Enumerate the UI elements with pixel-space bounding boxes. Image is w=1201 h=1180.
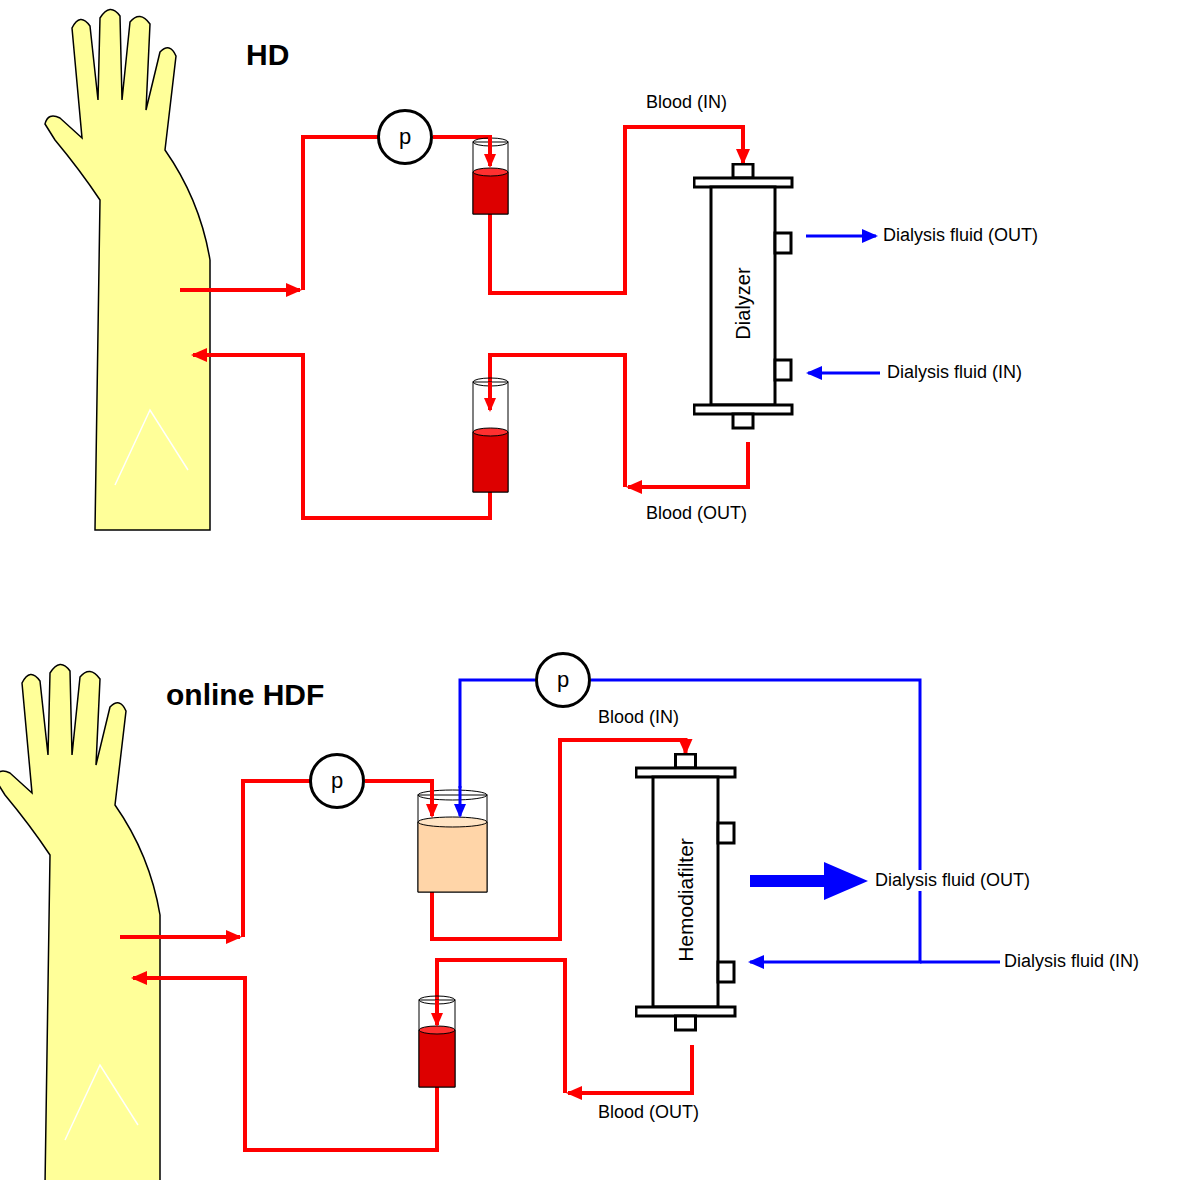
pump-circle: p (535, 652, 591, 708)
pump-label: p (399, 124, 411, 150)
pump-label: p (331, 768, 343, 794)
blood-tubing (180, 137, 748, 518)
pump-circle: p (309, 753, 365, 809)
blood-line (433, 127, 743, 293)
pump-label: p (557, 667, 569, 693)
flow-label: Blood (OUT) (645, 503, 748, 524)
filter-label: Dialyzer (732, 267, 755, 339)
mixing-chamber (418, 781, 487, 892)
flow-label: Dialysis fluid (OUT) (882, 225, 1039, 246)
filter-box: Hemodiafilter (635, 753, 750, 1046)
drip-chamber (419, 996, 455, 1087)
flow-label: Blood (IN) (645, 92, 728, 113)
panel-title: online HDF (165, 678, 325, 713)
dialysate-out-arrow (750, 862, 868, 900)
dialysate-line (591, 680, 920, 962)
pump-circle: p (377, 109, 433, 165)
filter-label: Hemodiafilter (674, 838, 698, 962)
flow-label: Dialysis fluid (OUT) (874, 870, 1031, 891)
flow-label: Blood (OUT) (597, 1102, 700, 1123)
drip-chamber (473, 378, 508, 492)
flow-label: Dialysis fluid (IN) (886, 362, 1023, 383)
filter-box: Dialyzer (693, 163, 807, 444)
dialysate-tubing (806, 236, 880, 373)
drip-chamber (473, 137, 508, 214)
arm-illustration (0, 664, 160, 1180)
blood-tubing (120, 781, 692, 1150)
flow-label: Dialysis fluid (IN) (1003, 951, 1140, 972)
panel-title: HD (245, 38, 290, 73)
flow-label: Blood (IN) (597, 707, 680, 728)
dialysate-tubing (460, 680, 1000, 962)
arm-illustration (45, 9, 210, 530)
